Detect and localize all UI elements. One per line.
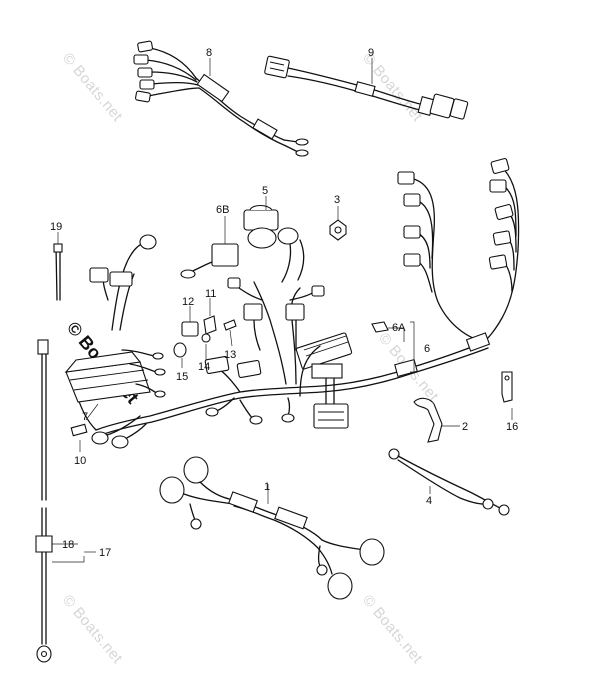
part-6b-relay [180, 216, 239, 279]
callout-16: 16 [506, 421, 518, 433]
part-9-connector-lead [264, 55, 469, 120]
part-14-washer [201, 333, 211, 343]
small-hardware-parts [173, 298, 237, 368]
callout-14: 14 [198, 361, 210, 373]
callout-3: 3 [334, 194, 340, 206]
callout-6b: 6B [216, 204, 229, 216]
part-4-ground-lead [388, 448, 510, 516]
callout-1: 1 [264, 481, 270, 493]
part-6-main-harness [95, 158, 520, 437]
callout-5: 5 [262, 185, 268, 197]
part-5-ignition-coil [243, 196, 305, 283]
part-1-cap-harness [159, 456, 385, 600]
callout-2: 2 [462, 421, 468, 433]
callout-13: 13 [224, 349, 236, 361]
part-19-cable-tie [53, 232, 63, 301]
callout-15: 15 [176, 371, 188, 383]
watermark-bottom-left: © Boats.net [59, 592, 126, 668]
part-12-clip [181, 321, 199, 337]
callout-7: 7 [82, 411, 88, 423]
part-11-bracket [203, 315, 217, 335]
callout-11: 11 [205, 288, 216, 300]
part-8-lead-harness [133, 40, 309, 157]
part-15-cap [173, 342, 187, 358]
callout-6: 6 [424, 343, 430, 355]
part-16-clip [501, 371, 513, 420]
cable-end-cap [37, 339, 49, 355]
callout-17: 17 [99, 547, 111, 559]
callout-18: 18 [62, 539, 74, 551]
part-3-grommet [329, 206, 347, 241]
callout-9: 9 [368, 47, 374, 59]
callout-12: 12 [182, 296, 194, 308]
callout-6a: 6A [392, 322, 406, 334]
callout-19: 19 [50, 221, 62, 233]
watermark-top-left: © Boats.net [59, 50, 126, 126]
part-13-screw [223, 319, 237, 331]
callout-8: 8 [206, 47, 212, 59]
callout-4: 4 [426, 495, 432, 507]
callout-10: 10 [74, 455, 86, 467]
part-18-fuse-holder [35, 535, 53, 553]
callout-6-bracket-line [410, 321, 415, 373]
part-7-rectifier-assembly [64, 234, 166, 452]
watermark-bottom-right: © Boats.net [359, 592, 426, 668]
callout-labels: 8 9 5 6B 3 19 11 12 6A 6 13 14 15 7 2 16… [50, 47, 518, 559]
part-17-battery-cable [35, 339, 96, 663]
part-2-bracket [413, 397, 460, 443]
